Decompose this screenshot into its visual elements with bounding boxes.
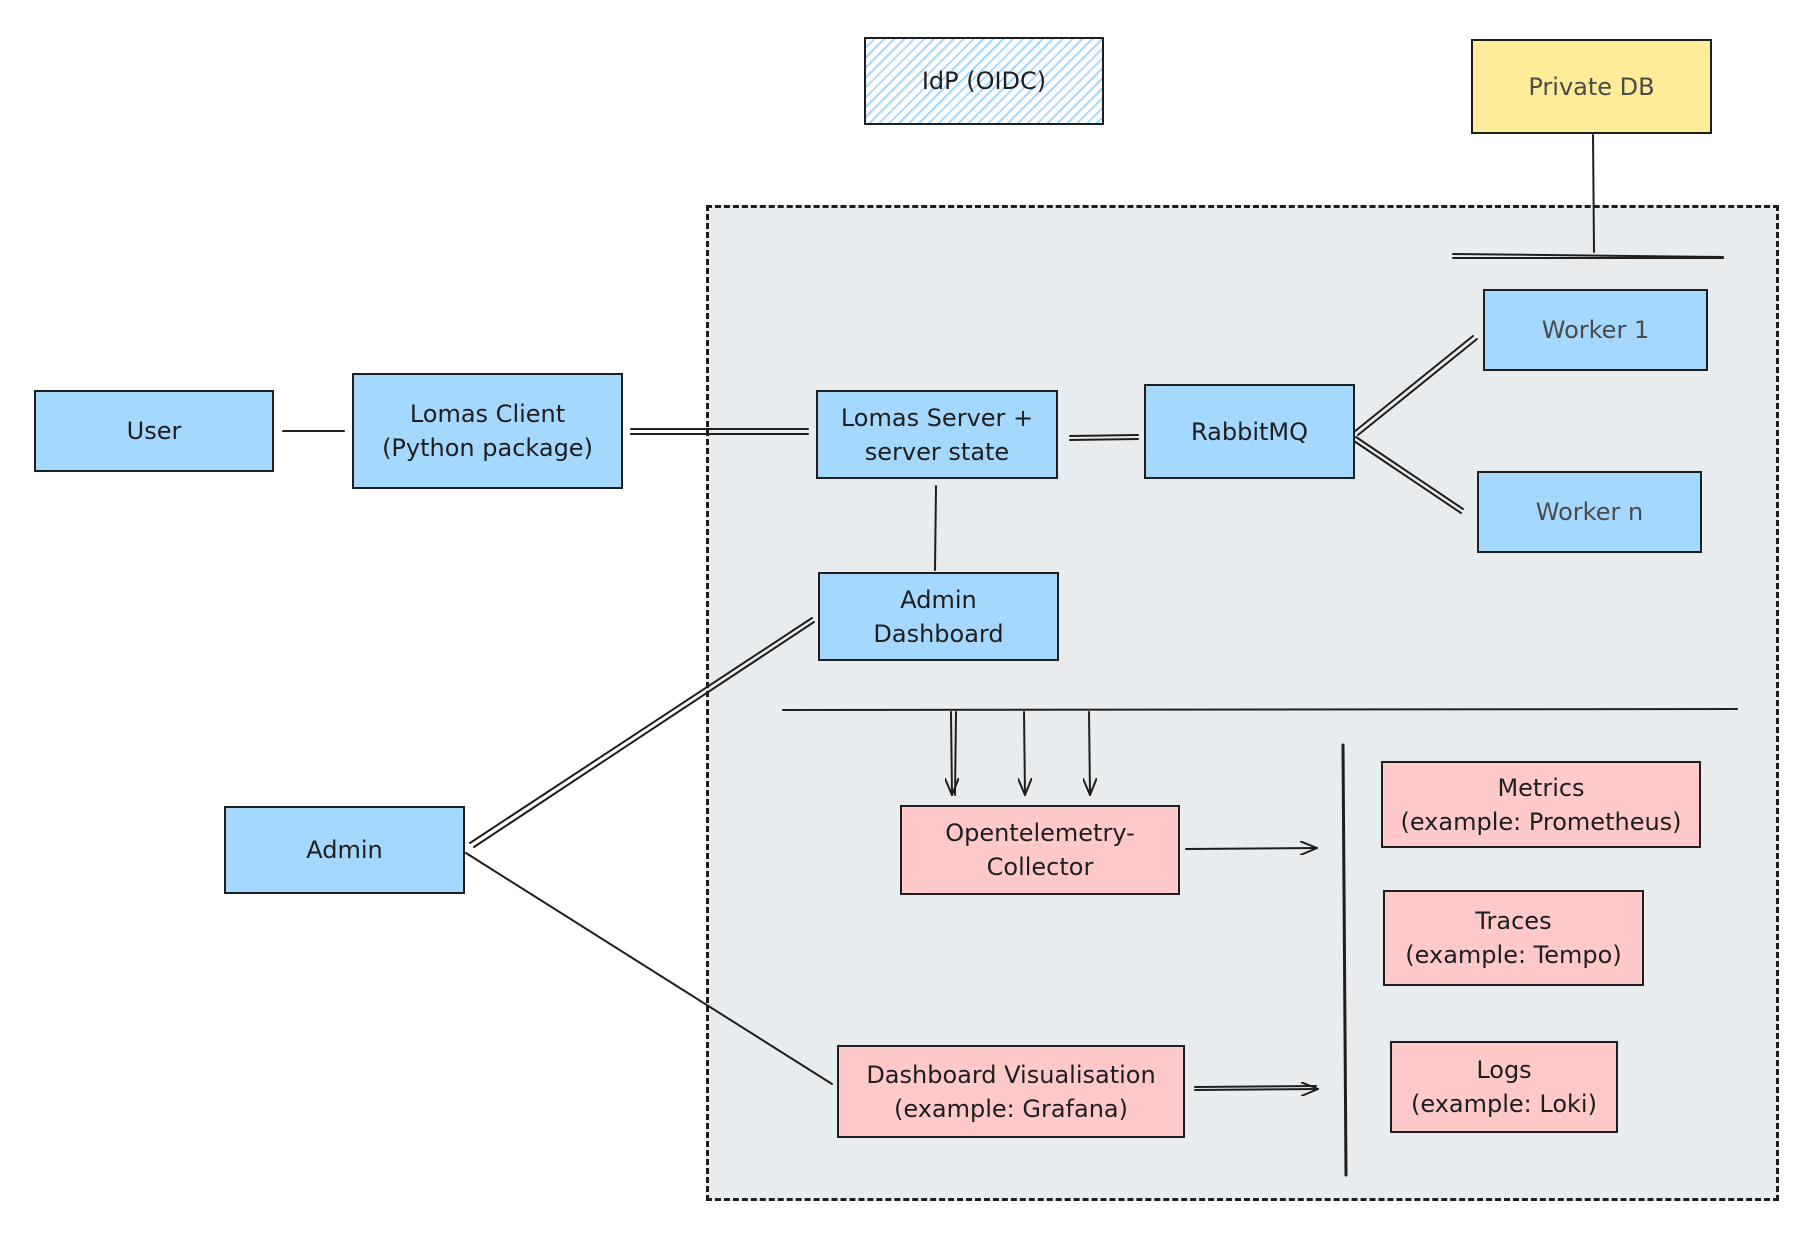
dashboard-vis-box: Dashboard Visualisation (example: Grafan… [837, 1045, 1185, 1138]
otel-collector-line1: Opentelemetry- [945, 819, 1135, 847]
idp-box: IdP (OIDC) [864, 37, 1104, 125]
worker-n-label: Worker n [1535, 498, 1644, 526]
otel-collector-line2: Collector [986, 853, 1094, 881]
otel-collector-box: Opentelemetry- Collector [900, 805, 1180, 895]
admin-dashboard-line1: Admin [900, 585, 977, 614]
rabbitmq-box: RabbitMQ [1144, 384, 1355, 479]
lomas-server-box: Lomas Server + server state [816, 390, 1058, 479]
logs-line1: Logs [1476, 1056, 1532, 1084]
user-box: User [34, 390, 274, 472]
private-db-box: Private DB [1471, 39, 1712, 134]
worker-n-box: Worker n [1477, 471, 1702, 553]
lomas-client-line2: (Python package) [382, 434, 593, 462]
logs-line2: (example: Loki) [1411, 1090, 1597, 1118]
metrics-box: Metrics (example: Prometheus) [1381, 761, 1701, 848]
private-db-label: Private DB [1528, 72, 1655, 101]
traces-box: Traces (example: Tempo) [1383, 890, 1644, 986]
worker-1-box: Worker 1 [1483, 289, 1708, 371]
lomas-server-line1: Lomas Server + [840, 403, 1034, 432]
lomas-server-line2: server state [864, 437, 1010, 466]
dashboard-vis-line2: (example: Grafana) [894, 1094, 1128, 1123]
admin-box: Admin [224, 806, 465, 894]
rabbitmq-label: RabbitMQ [1191, 417, 1308, 446]
idp-label: IdP (OIDC) [921, 67, 1047, 95]
metrics-line2: (example: Prometheus) [1400, 807, 1682, 836]
user-label: User [126, 417, 182, 445]
admin-dashboard-box: Admin Dashboard [818, 572, 1059, 661]
lomas-client-box: Lomas Client (Python package) [352, 373, 623, 489]
traces-line2: (example: Tempo) [1405, 941, 1622, 969]
worker-1-label: Worker 1 [1541, 316, 1650, 344]
logs-box: Logs (example: Loki) [1390, 1041, 1618, 1133]
admin-label: Admin [306, 836, 383, 864]
lomas-client-line1: Lomas Client [409, 400, 566, 428]
deployment-boundary [706, 205, 1779, 1201]
traces-line1: Traces [1475, 907, 1552, 935]
dashboard-vis-line1: Dashboard Visualisation [866, 1060, 1156, 1089]
metrics-line1: Metrics [1497, 773, 1585, 802]
admin-dashboard-line2: Dashboard [873, 619, 1004, 648]
